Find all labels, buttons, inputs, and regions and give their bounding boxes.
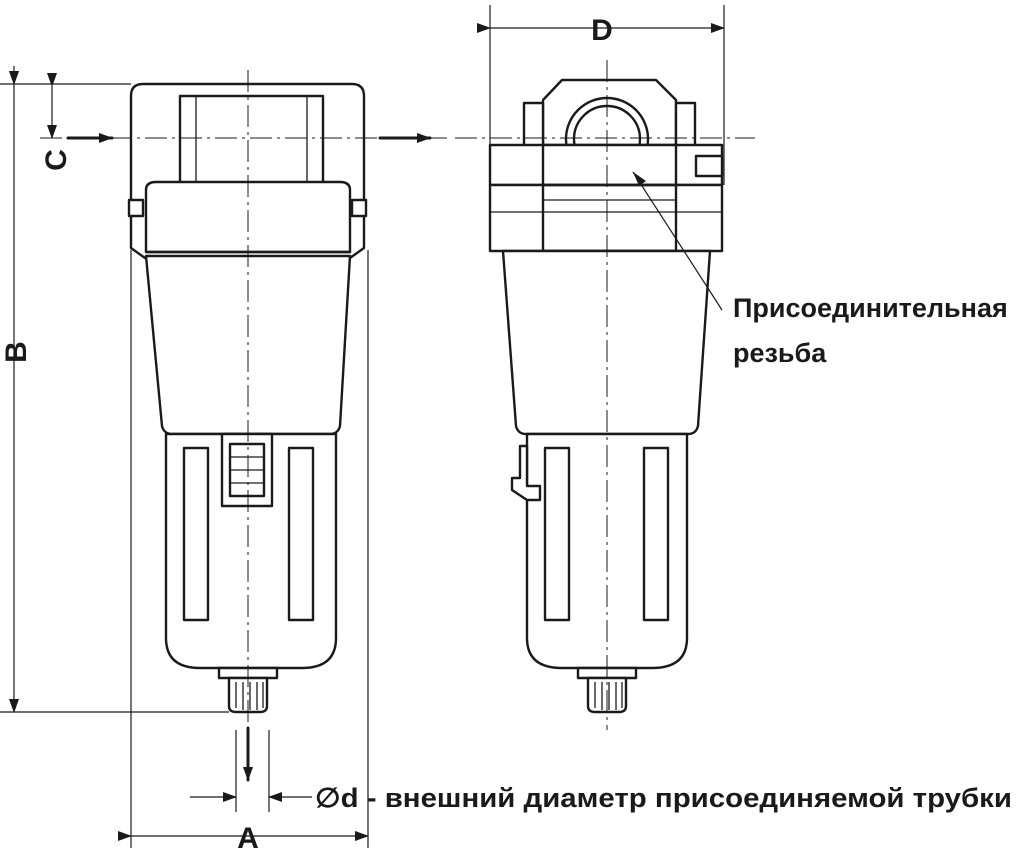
- thread-label-line1: Присоединительная: [733, 293, 1008, 323]
- front-slot-right: [287, 446, 315, 622]
- side-view: [455, 60, 755, 730]
- thread-leader-line: [632, 171, 723, 311]
- side-slot-left: [543, 446, 571, 622]
- dimension-label-a: A: [237, 822, 259, 852]
- side-slot-right: [642, 446, 670, 622]
- front-side-tab-right: [350, 198, 368, 218]
- front-slot-left: [182, 446, 210, 622]
- side-collar: [488, 183, 724, 253]
- dimension-label-d: D: [591, 14, 613, 47]
- dimension-lines: [0, 5, 725, 848]
- dimension-label-c: C: [40, 149, 73, 171]
- dimension-label-b: B: [0, 341, 33, 363]
- tube-diameter-note: ∅d - внешний диаметр присоединяемой труб…: [315, 783, 1012, 813]
- thread-label-line2: резьба: [733, 338, 827, 368]
- front-view: [40, 70, 450, 782]
- side-latch: [510, 444, 542, 502]
- front-side-tab-left: [127, 198, 145, 218]
- side-mounting-tab: [694, 154, 724, 178]
